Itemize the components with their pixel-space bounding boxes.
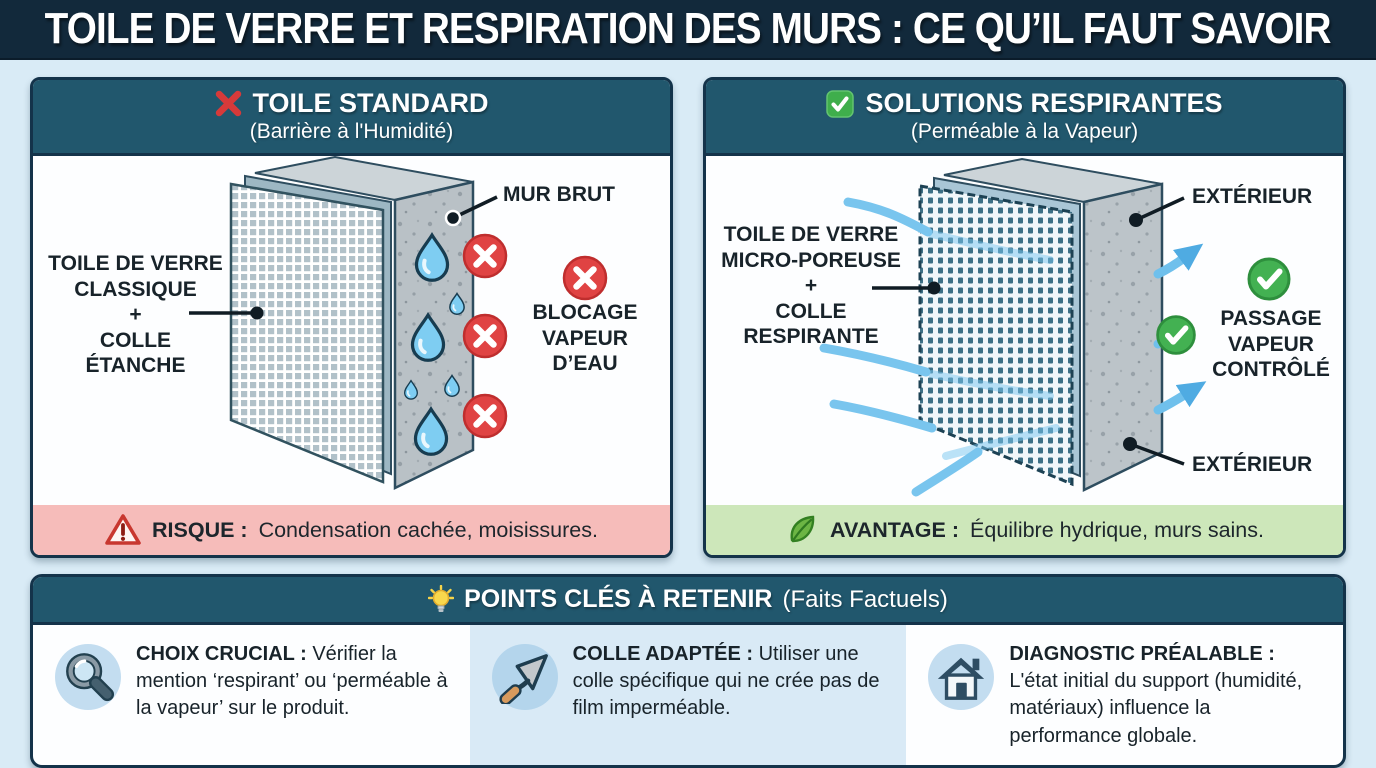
house-icon	[938, 657, 985, 700]
key-point-diagnostic-label: DIAGNOSTIC PRÉALABLE :	[1009, 643, 1275, 665]
connector-dot	[1123, 437, 1137, 451]
label-raw-wall: MUR BRUT	[503, 183, 615, 206]
connector-dot	[927, 281, 941, 295]
key-point-diagnostic-body: L'état initial du support (humidité, mat…	[1009, 670, 1303, 747]
advantage-banner: AVANTAGE : Équilibre hydrique, murs sain…	[706, 505, 1343, 555]
breathable-panel-title: SOLUTIONS RESPIRANTES	[865, 88, 1223, 118]
breathable-wall-diagram: TOILE DE VERRE MICRO-POREUSE + COLLE RES…	[706, 156, 1343, 505]
trowel-icon-circle	[491, 644, 558, 710]
label-connectors	[872, 196, 1185, 466]
page-title: TOILE DE VERRE ET RESPIRATION DES MURS :…	[45, 4, 1332, 53]
connector-dot	[444, 209, 462, 227]
label-vapor-blockage: BLOCAGE VAPEUR D’EAU	[532, 301, 638, 376]
key-point-choice-label: CHOIX CRUCIAL :	[136, 643, 307, 665]
label-exterior-bottom: EXTÉRIEUR	[1192, 453, 1313, 476]
magnifier-icon	[66, 653, 115, 702]
label-microporous-cloth: TOILE DE VERRE MICRO-POREUSE + COLLE RES…	[721, 223, 901, 349]
standard-panel-subtitle: (Barrière à l'Humidité)	[249, 120, 454, 143]
breathable-wall-illustration	[819, 157, 1342, 497]
key-points-subtitle: (Faits Factuels)	[782, 585, 948, 613]
breathable-panel-header: SOLUTIONS RESPIRANTES (Perméable à la Va…	[706, 80, 1343, 156]
check-icon	[826, 89, 855, 118]
vapor-trails	[928, 230, 1060, 460]
advantage-text: Équilibre hydrique, murs sains.	[970, 517, 1264, 542]
standard-wall-diagram: TOILE DE VERRE CLASSIQUE + COLLE ÉTANCHE…	[33, 156, 670, 505]
vapor-arrows-in	[819, 197, 983, 497]
connector-dot	[250, 306, 264, 320]
key-point-diagnostic-text: DIAGNOSTIC PRÉALABLE : L'état initial du…	[1009, 640, 1327, 750]
standard-panel-title-row: TOILE STANDARD	[37, 88, 666, 119]
label-classic-cloth: TOILE DE VERRE CLASSIQUE + COLLE ÉTANCHE	[48, 252, 223, 378]
breathable-panel-title-row: SOLUTIONS RESPIRANTES	[710, 88, 1339, 119]
risk-label: RISQUE :	[152, 517, 248, 542]
key-points-title: POINTS CLÉS À RETENIR	[464, 585, 773, 613]
warning-icon	[105, 514, 141, 545]
standard-cloth-panel: TOILE STANDARD (Barrière à l'Humidité)	[30, 77, 673, 558]
key-point-choice: CHOIX CRUCIAL : Vérifier la mention ‘res…	[33, 625, 470, 765]
key-point-glue-text: COLLE ADAPTÉE : Utiliser une colle spéci…	[573, 640, 891, 723]
standard-panel-title: TOILE STANDARD	[252, 88, 489, 118]
advantage-label: AVANTAGE :	[830, 517, 960, 542]
standard-wall-illustration	[189, 156, 669, 490]
breathable-panel: SOLUTIONS RESPIRANTES (Perméable à la Va…	[703, 77, 1346, 558]
leaf-icon	[790, 515, 815, 543]
label-vapor-passage: PASSAGE VAPEUR CONTRÔLÉ	[1212, 307, 1330, 382]
comparison-panels: TOILE STANDARD (Barrière à l'Humidité)	[0, 60, 1376, 558]
label-exterior-top: EXTÉRIEUR	[1192, 185, 1313, 208]
trowel-icon	[499, 654, 548, 704]
key-point-choice-text: CHOIX CRUCIAL : Vérifier la mention ‘res…	[136, 640, 454, 723]
x-mark-icon	[215, 90, 241, 117]
standard-panel-header: TOILE STANDARD (Barrière à l'Humidité)	[33, 80, 670, 156]
key-point-glue: COLLE ADAPTÉE : Utiliser une colle spéci…	[469, 625, 907, 765]
connector-dot	[1129, 213, 1143, 227]
key-points-header: POINTS CLÉS À RETENIR (Faits Factuels)	[33, 577, 1343, 625]
key-point-glue-body: Utiliser une colle spécifique qui ne cré…	[572, 643, 880, 720]
key-points-section: POINTS CLÉS À RETENIR (Faits Factuels)	[30, 574, 1346, 768]
key-point-glue-label: COLLE ADAPTÉE :	[572, 643, 754, 665]
risk-banner: RISQUE : Condensation cachée, moisissure…	[33, 505, 670, 555]
key-points-row: CHOIX CRUCIAL : Vérifier la mention ‘res…	[33, 625, 1343, 765]
house-icon-circle	[928, 644, 995, 710]
title-bar: TOILE DE VERRE ET RESPIRATION DES MURS :…	[0, 0, 1376, 60]
breathable-panel-subtitle: (Perméable à la Vapeur)	[910, 120, 1139, 143]
lightbulb-icon	[428, 584, 455, 612]
risk-text: Condensation cachée, moisissures.	[258, 517, 598, 542]
magnifier-icon-circle	[55, 644, 121, 710]
sealed-wall-block	[229, 156, 475, 490]
key-point-diagnostic: DIAGNOSTIC PRÉALABLE : L'état initial du…	[906, 625, 1343, 765]
key-point-choice-body: Vérifier la mention ‘respirant’ ou ‘perm…	[136, 643, 448, 720]
